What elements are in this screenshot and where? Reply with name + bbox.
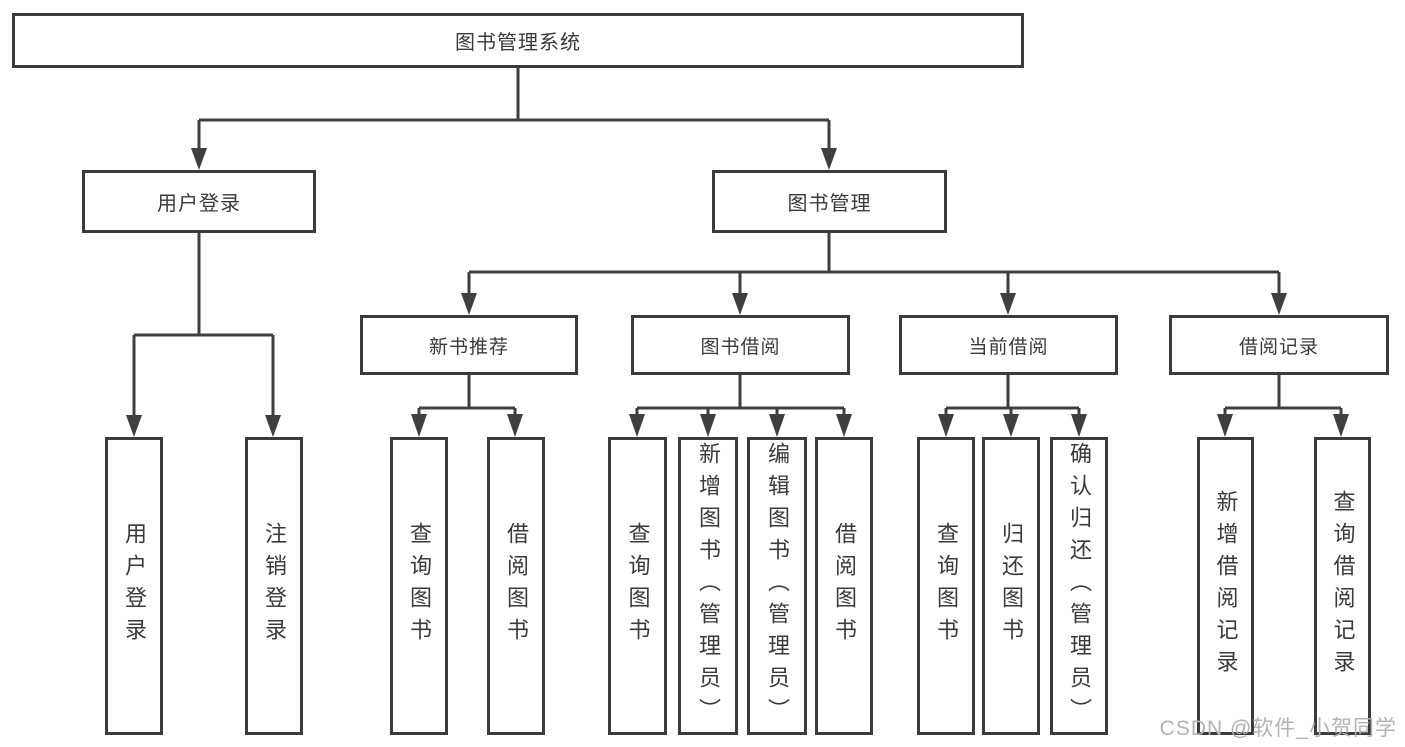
leaf-current-query-books: 查询图书 bbox=[917, 437, 975, 735]
leaf-label: 查询图书 bbox=[407, 522, 432, 650]
arrow-down-icon bbox=[1217, 414, 1233, 437]
connector-new-book-recommend-fork bbox=[411, 375, 523, 437]
leaf-label: 新增图书（管理员） bbox=[696, 442, 721, 730]
leaf-rec-query-books: 查询图书 bbox=[390, 437, 448, 735]
leaf-borrow-query-books: 查询图书 bbox=[608, 437, 667, 735]
arrow-down-icon bbox=[191, 148, 207, 170]
arrow-down-icon bbox=[769, 414, 785, 437]
node-borrow-records: 借阅记录 bbox=[1169, 315, 1389, 375]
leaf-rec-borrow-books: 借阅图书 bbox=[487, 437, 545, 735]
leaf-label: 借阅图书 bbox=[832, 522, 857, 650]
leaf-borrow-borrow-books: 借阅图书 bbox=[815, 437, 873, 735]
connector-current-borrowing-fork bbox=[938, 375, 1087, 437]
arrow-down-icon bbox=[629, 414, 645, 437]
arrow-down-icon bbox=[1000, 293, 1016, 315]
leaf-label: 查询图书 bbox=[625, 522, 651, 650]
node-book-management: 图书管理 bbox=[712, 170, 947, 233]
leaf-label: 确认归还（管理员） bbox=[1067, 442, 1092, 730]
leaf-current-return-books: 归还图书 bbox=[982, 437, 1040, 735]
arrow-down-icon bbox=[1271, 293, 1287, 315]
node-current-borrowing: 当前借阅 bbox=[899, 315, 1118, 375]
arrow-down-icon bbox=[507, 414, 523, 437]
leaf-borrow-add-books-admin: 新增图书（管理员） bbox=[678, 437, 738, 735]
connector-book-borrowing-fork bbox=[629, 375, 852, 437]
arrow-down-icon bbox=[461, 293, 477, 315]
arrow-down-icon bbox=[821, 148, 837, 170]
arrow-down-icon bbox=[411, 414, 427, 437]
leaf-label: 查询图书 bbox=[934, 522, 959, 650]
connector-book-management-fork bbox=[461, 233, 1287, 315]
arrow-down-icon bbox=[700, 414, 716, 437]
node-new-book-recommend: 新书推荐 bbox=[360, 315, 578, 375]
leaf-label: 注销登录 bbox=[262, 522, 287, 650]
arrow-down-icon bbox=[265, 415, 281, 437]
leaf-borrow-edit-books-admin: 编辑图书（管理员） bbox=[747, 437, 807, 735]
leaf-label: 用户登录 bbox=[122, 522, 147, 650]
arrow-down-icon bbox=[1003, 414, 1019, 437]
leaf-user-login: 用户登录 bbox=[105, 437, 163, 735]
leaf-label: 归还图书 bbox=[999, 522, 1024, 650]
leaf-label: 编辑图书（管理员） bbox=[765, 442, 790, 730]
connector-user-login-fork bbox=[126, 233, 281, 437]
node-library-system: 图书管理系统 bbox=[12, 13, 1024, 68]
connector-borrow-records-fork bbox=[1217, 375, 1349, 437]
leaf-label: 查询借阅记录 bbox=[1330, 490, 1356, 682]
arrow-down-icon bbox=[1333, 414, 1349, 437]
arrow-down-icon bbox=[1071, 414, 1087, 437]
leaf-records-add-borrow-record: 新增借阅记录 bbox=[1197, 437, 1254, 735]
arrow-down-icon bbox=[836, 414, 852, 437]
leaf-label: 新增借阅记录 bbox=[1213, 490, 1239, 682]
arrow-down-icon bbox=[732, 293, 748, 315]
csdn-watermark: CSDN @软件_小贺同学 bbox=[1159, 717, 1397, 740]
leaf-label: 借阅图书 bbox=[504, 522, 529, 650]
arrow-down-icon bbox=[938, 414, 954, 437]
leaf-records-query-borrow-record: 查询借阅记录 bbox=[1314, 437, 1371, 735]
node-book-borrowing: 图书借阅 bbox=[631, 315, 850, 375]
node-user-login: 用户登录 bbox=[82, 170, 316, 233]
arrow-down-icon bbox=[126, 415, 142, 437]
connector-root-fork bbox=[191, 68, 837, 170]
leaf-current-confirm-return-admin: 确认归还（管理员） bbox=[1050, 437, 1108, 735]
leaf-logout-login: 注销登录 bbox=[245, 437, 303, 735]
